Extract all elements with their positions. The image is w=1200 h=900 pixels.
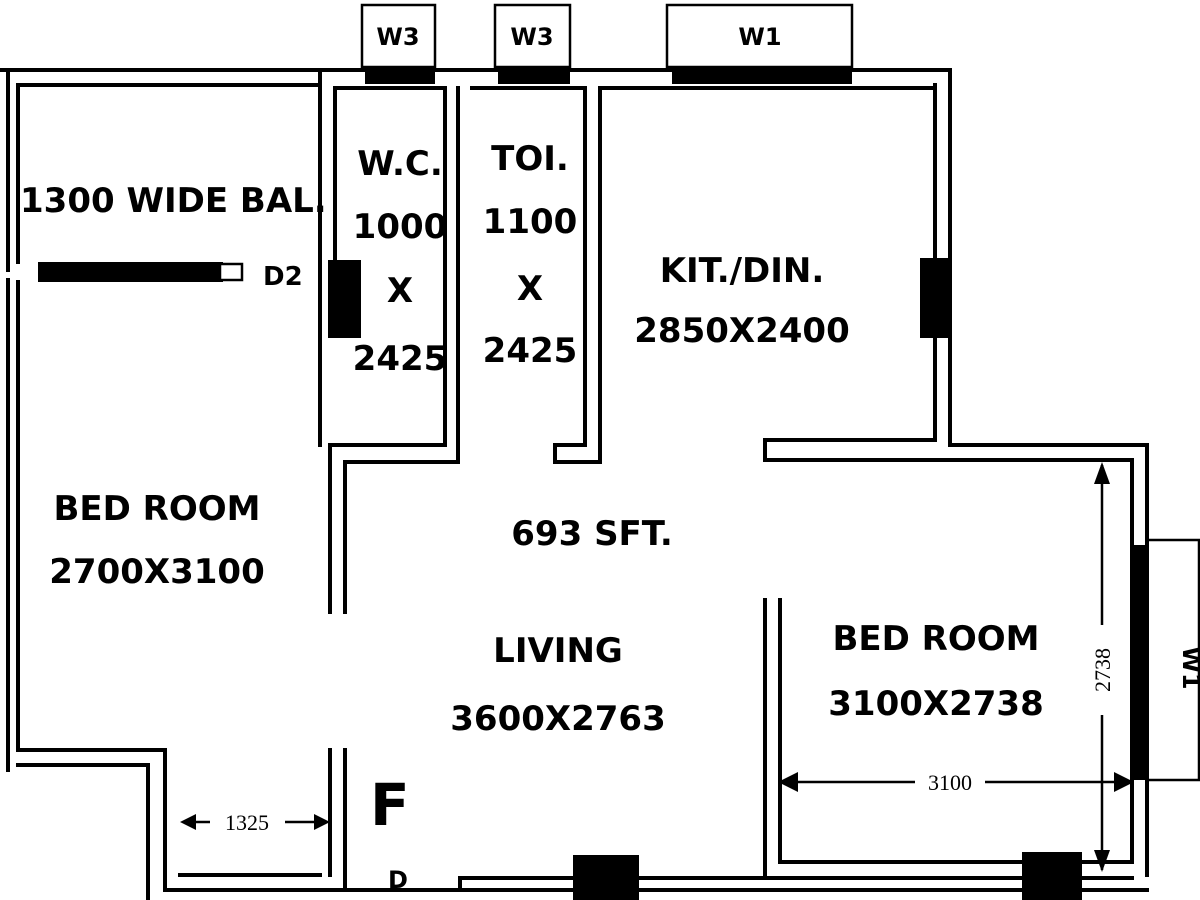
window-w3-wc-opening	[365, 68, 435, 84]
total-area-label: 693 SFT.	[511, 514, 672, 554]
window-w3-toilet-label: W3	[510, 23, 553, 51]
kitchen-name: KIT./DIN.	[660, 251, 825, 291]
window-w1-kitchen-label: W1	[738, 23, 781, 51]
dimension-bedroom2-depth: 2738	[1090, 462, 1115, 872]
toilet-width: 1100	[483, 202, 578, 242]
dimension-bedroom2-width: 3100	[778, 770, 1134, 795]
wc-width: 1000	[353, 207, 448, 247]
balcony-label: 1300 WIDE BAL.	[20, 181, 327, 221]
entry-mark-label: F	[370, 771, 410, 839]
dimension-bedroom2-width-label: 3100	[928, 770, 972, 795]
wc-walls	[318, 70, 460, 614]
dimension-bedroom2-depth-label: 2738	[1090, 648, 1115, 692]
window-w3-toilet-box	[493, 3, 572, 69]
door-main-slab	[573, 855, 639, 900]
window-w3-wc-box	[360, 3, 437, 69]
wc-x: X	[387, 271, 413, 311]
door-wc	[328, 260, 361, 338]
toilet-x: X	[517, 269, 543, 309]
bedroom2-size: 3100X2738	[828, 684, 1043, 724]
door-d2-slab	[38, 262, 223, 282]
window-w1-bedroom-label: W1	[1177, 646, 1200, 689]
kitchen-size: 2850X2400	[634, 311, 849, 351]
window-w1-bedroom-box	[1145, 538, 1200, 782]
bedroom2-name: BED ROOM	[832, 619, 1039, 659]
bedroom1-name: BED ROOM	[53, 489, 260, 529]
window-w1-kitchen-opening	[672, 68, 852, 84]
toilet-name: TOI.	[491, 139, 569, 179]
toilet-walls	[470, 86, 602, 464]
window-w3-wc-label: W3	[376, 23, 419, 51]
door-bedroom2-slab	[1022, 852, 1082, 900]
dimension-passage-label: 1325	[225, 810, 269, 835]
window-w1-kitchen-box	[665, 3, 854, 69]
entry-walls	[328, 598, 1134, 892]
window-w3-toilet-opening	[498, 68, 570, 84]
wc-name: W.C.	[357, 144, 443, 184]
door-d2-end	[218, 262, 244, 282]
door-d2-label: D2	[263, 262, 303, 292]
door-kitchen	[920, 258, 952, 338]
dimension-passage: 1325	[180, 810, 330, 835]
living-name: LIVING	[493, 631, 623, 671]
living-size: 3600X2763	[450, 699, 665, 739]
window-w1-bedroom-opening	[1133, 545, 1147, 780]
wc-height: 2425	[353, 339, 448, 379]
toilet-height: 2425	[483, 331, 578, 371]
door-main-label: D	[388, 866, 408, 894]
bedroom1-size: 2700X3100	[49, 552, 264, 592]
